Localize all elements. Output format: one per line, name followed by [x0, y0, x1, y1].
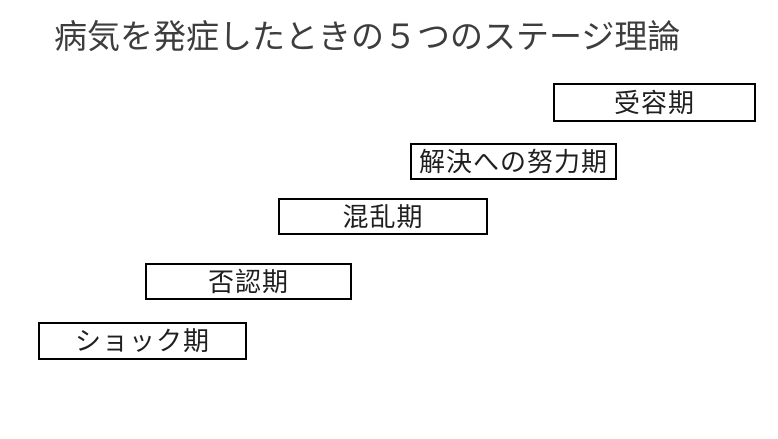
page-title: 病気を発症したときの５つのステージ理論: [54, 18, 681, 55]
stage-box-acceptance: 受容期: [553, 83, 756, 122]
stage-box-shock: ショック期: [38, 322, 247, 360]
stage-box-effort-toward-resolution: 解決への努力期: [410, 143, 617, 180]
stage-box-denial: 否認期: [145, 263, 352, 300]
stage-box-confusion: 混乱期: [278, 198, 488, 235]
stage-label-denial: 否認期: [207, 266, 289, 297]
stage-label-acceptance: 受容期: [613, 87, 695, 118]
stage-label-shock: ショック期: [74, 326, 210, 356]
stage-label-effort-toward-resolution: 解決への努力期: [418, 146, 608, 177]
stage-label-confusion: 混乱期: [342, 201, 424, 232]
